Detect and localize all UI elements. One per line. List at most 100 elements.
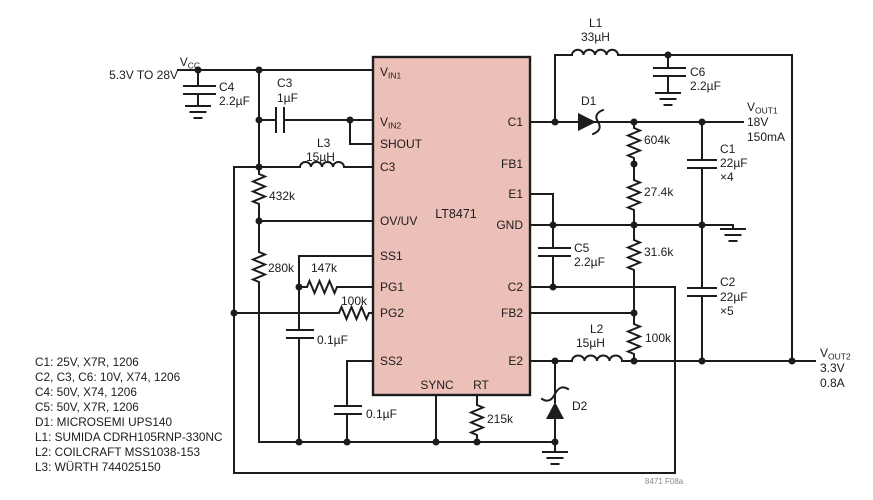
label-vout1-current: 150mA: [747, 130, 785, 144]
resistor-215k: [468, 394, 486, 443]
inductors: [298, 48, 624, 363]
resistor-280k: [250, 220, 268, 443]
diode-d1-triangle: [578, 113, 596, 131]
label-r100k-pg2: 100k: [341, 294, 368, 308]
label-c1-mult: ×4: [720, 170, 734, 184]
label-r147k: 147k: [311, 261, 338, 275]
diodes: [540, 108, 605, 419]
resistor-31k6: [625, 224, 643, 314]
capacitor-c3: [275, 107, 285, 133]
wire-l1-rail: [554, 54, 793, 362]
label-c3-ref: C3: [277, 76, 293, 90]
wire-ground-rail: [258, 441, 556, 453]
note-line: D1: MICROSEMI UPS140: [35, 415, 172, 429]
inductor-l2: [570, 354, 624, 363]
label-vout1-voltage: 18V: [747, 115, 768, 129]
label-r27k4: 27.4k: [644, 185, 674, 199]
note-line: C4: 50V, X74, 1206: [35, 385, 137, 399]
label-vout2-voltage: 3.3V: [820, 361, 845, 375]
capacitor-ss2: [334, 360, 374, 443]
figure-tag: 8471 F08a: [645, 477, 684, 486]
label-c3-value: 1µF: [277, 91, 298, 105]
label-l1-value: 33µH: [581, 30, 610, 44]
resistors: [233, 121, 643, 443]
resistor-147k-ss1-link: [298, 255, 374, 296]
label-c1-ref: C1: [720, 142, 736, 156]
pin-pg2: PG2: [380, 306, 404, 320]
resistor-27k4: [625, 163, 643, 226]
junction-dots: [194, 51, 796, 446]
diode-d2-triangle: [546, 402, 564, 419]
note-line: C1: 25V, X7R, 1206: [35, 355, 139, 369]
rail-labels: VCC 5.3V TO 28V VOUT1 18V 150mA VOUT2 3.…: [109, 55, 851, 390]
note-line: L3: WÜRTH 744025150: [35, 460, 161, 474]
ic-body: [371, 55, 532, 397]
label-d1: D1: [581, 94, 597, 108]
label-r31k6: 31.6k: [644, 245, 674, 259]
wire-c2-c3-loop: [233, 166, 676, 474]
pin-ss2: SS2: [380, 354, 403, 368]
label-css1: 0.1µF: [317, 333, 348, 347]
capacitor-c4: [183, 69, 216, 107]
note-line: L1: SUMIDA CDRH105RNP-330NC: [35, 430, 223, 444]
label-l3-ref: L3: [317, 136, 331, 150]
grounds: [185, 92, 746, 465]
label-r280k: 280k: [268, 261, 295, 275]
ground-gnd-row: [720, 228, 746, 242]
label-r100k-fb2: 100k: [645, 331, 672, 345]
pin-vin2: VIN2: [380, 115, 402, 131]
label-l2-ref: L2: [590, 322, 604, 336]
pin-shout: SHOUT: [380, 137, 423, 151]
capacitors: [183, 54, 717, 443]
resistor-604k: [625, 121, 643, 165]
label-l2-value: 15µH: [576, 336, 605, 350]
capacitor-c6: [653, 54, 686, 94]
pin-ss1: SS1: [380, 249, 403, 263]
pin-c3: C3: [380, 160, 396, 174]
pin-fb2: FB2: [501, 306, 523, 320]
note-line: C5: 50V, X7R, 1206: [35, 400, 139, 414]
label-d2: D2: [572, 399, 588, 413]
label-c5-value: 2.2µF: [574, 255, 605, 269]
ic-part-label: LT8471: [435, 207, 477, 221]
label-c5-ref: C5: [574, 241, 590, 255]
inductor-l1: [570, 48, 620, 57]
label-c2-value: 22µF: [720, 290, 748, 304]
pin-rt: RT: [473, 378, 489, 392]
label-vout2-current: 0.8A: [820, 376, 845, 390]
component-labels: C4 2.2µF C3 1µF L3 15µH 432k 280k 147k 1…: [219, 16, 748, 426]
diode-d1-schottky-bar: [591, 108, 605, 136]
label-vout1: VOUT1: [747, 100, 778, 116]
label-c1-value: 22µF: [720, 156, 748, 170]
label-r215k: 215k: [487, 412, 514, 426]
pin-vin1: VIN1: [380, 65, 402, 81]
pin-e1: E1: [508, 187, 523, 201]
ground-c4: [185, 105, 211, 119]
resistor-100k-fb2: [625, 312, 643, 362]
ic-pin-labels: VIN1 VIN2 SHOUT C3 OV/UV SS1 PG1 PG2 SS2…: [380, 65, 523, 392]
label-c4-value: 2.2µF: [219, 94, 250, 108]
note-line: L2: COILCRAFT MSS1038-153: [35, 445, 200, 459]
label-vcc: VCC: [180, 55, 200, 71]
inductor-l3: [298, 161, 346, 169]
pin-c1: C1: [508, 115, 524, 129]
pin-e2: E2: [508, 354, 523, 368]
pin-gnd: GND: [496, 218, 523, 232]
label-l3-value: 15µH: [306, 150, 335, 164]
label-vout2: VOUT2: [820, 346, 851, 362]
wire-e1: [529, 193, 554, 226]
label-c6-value: 2.2µF: [690, 79, 721, 93]
pin-c2: C2: [508, 280, 524, 294]
label-css2: 0.1µF: [366, 407, 397, 421]
label-l1-ref: L1: [589, 16, 603, 30]
diode-d2-schottky-bar: [540, 386, 570, 402]
capacitor-c1: [687, 121, 717, 226]
label-c2-ref: C2: [720, 275, 736, 289]
pin-fb1: FB1: [501, 157, 523, 171]
capacitor-c5: [538, 224, 571, 288]
pin-sync: SYNC: [420, 378, 454, 392]
ground-c6: [655, 92, 681, 106]
capacitor-ss1: [286, 286, 314, 443]
label-c2-mult: ×5: [720, 304, 734, 318]
